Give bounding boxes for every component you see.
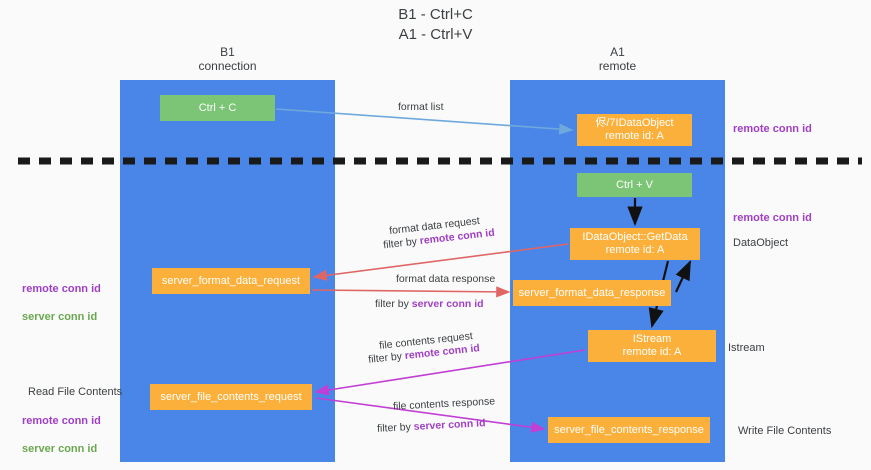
annotation-server-conn-id: server conn id [22, 311, 98, 323]
annotation-read-file-contents: Read File Contents [28, 386, 123, 398]
node-istream[interactable]: IStream remote id: A [588, 330, 716, 362]
annotation-right-remote-conn-id-2: remote conn id [733, 212, 812, 224]
edge-label-format-data-response: format data response [396, 273, 496, 285]
annotation-istream: Istream [728, 342, 765, 354]
annotation-dataobject: DataObject [733, 237, 789, 249]
edge-label-format-data-response-filter: filter by server conn id [375, 298, 484, 311]
filter-by-text: filter by [375, 298, 412, 310]
node-server-file-contents-request[interactable]: server_file_contents_request [150, 384, 312, 410]
annotation-left-conn-ids-2: remote conn id server conn id [22, 400, 101, 470]
edge-label-file-contents-response-filter: filter by server conn id [377, 417, 486, 436]
annotation-server-conn-id: server conn id [22, 443, 98, 455]
server-conn-id-text: server conn id [413, 417, 486, 433]
server-conn-id-text: server conn id [411, 298, 484, 310]
node-server-format-data-request[interactable]: server_format_data_request [152, 268, 310, 294]
node-idataobject-getdata[interactable]: IDataObject::GetData remote id: A [570, 228, 700, 260]
annotation-left-conn-ids: remote conn id server conn id [22, 268, 101, 338]
edge-label-format-list: format list [398, 101, 444, 113]
node-ctrl-c[interactable]: Ctrl + C [160, 95, 275, 121]
node-ctrl-v[interactable]: Ctrl + V [577, 173, 692, 197]
edge-format-data-response [311, 286, 511, 298]
edge-label-file-contents-response: file contents response [392, 395, 496, 413]
node-server-format-data-response[interactable]: server_format_data_response [513, 280, 671, 306]
filter-by-text: filter by [367, 350, 406, 366]
annotation-remote-conn-id: remote conn id [22, 283, 101, 295]
filter-by-text: filter by [376, 420, 415, 435]
annotation-remote-conn-id: remote conn id [22, 415, 101, 427]
filter-by-text: filter by [382, 235, 421, 252]
annotation-right-remote-conn-id-1: remote conn id [733, 123, 812, 135]
swimlane-header-b1: B1 connection [198, 45, 257, 73]
node-server-file-contents-response[interactable]: server_file_contents_response [548, 417, 710, 443]
annotation-write-file-contents: Write File Contents [738, 425, 832, 437]
page-title: B1 - Ctrl+C A1 - Ctrl+V [398, 6, 473, 43]
node-idataobject[interactable]: 侭/7IDataObject remote id: A [577, 114, 692, 146]
swimlane-header-a1: A1 remote [598, 45, 637, 73]
